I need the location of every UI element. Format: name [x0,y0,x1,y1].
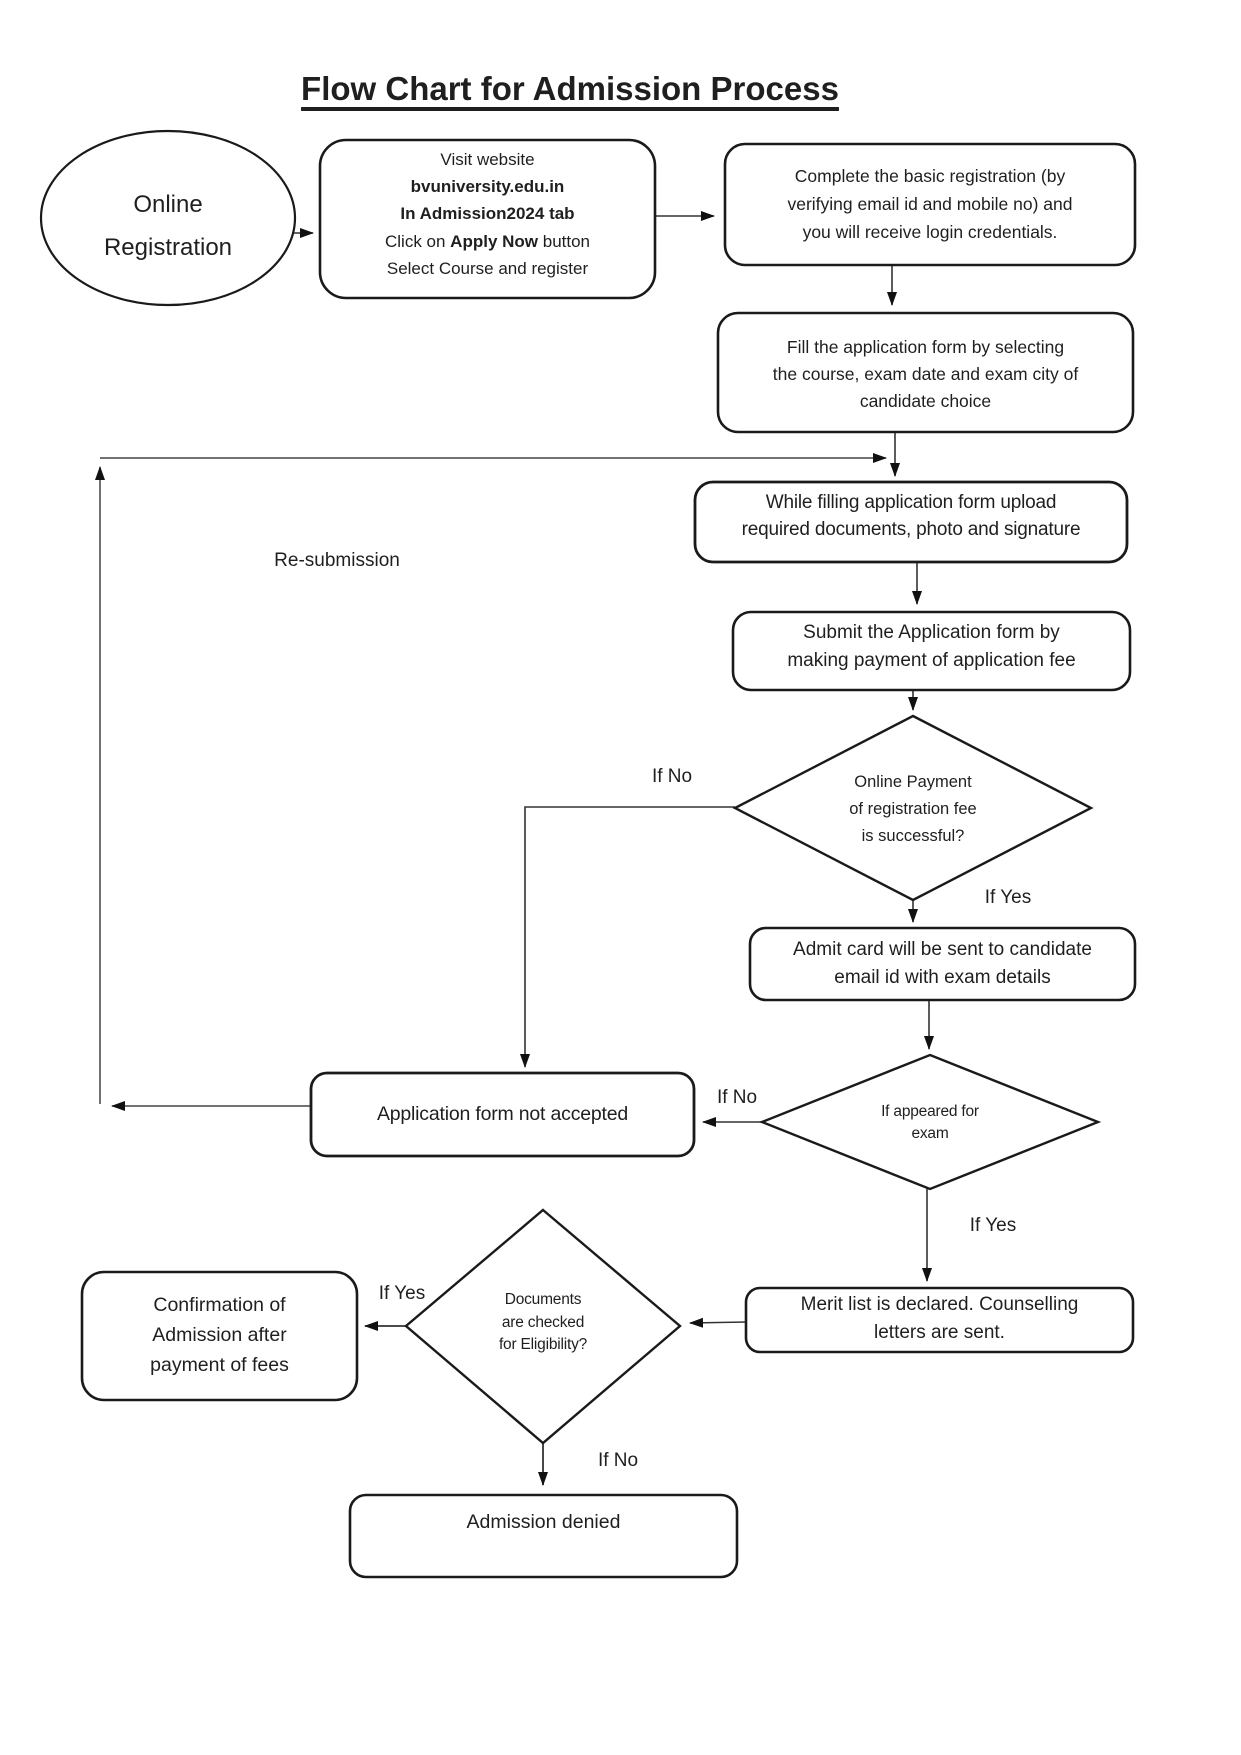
exam-yes-label: If Yes [969,1215,1017,1236]
visit-website-box [318,138,657,300]
submit-line2: making payment of application fee [787,649,1076,671]
visit-line2: bvuniversity.edu.in [410,177,565,197]
arrow-payment-no-to-notaccepted [520,806,735,1068]
start-node-label: Online Registration [41,183,295,269]
submit-form-box [731,610,1132,692]
documents-decision-label: Documents are checked for Eligibility? [433,1289,653,1357]
documents-line1: Documents [504,1291,582,1308]
admission-denied-label: Admission denied [352,1509,735,1536]
documents-decision-diamond [404,1208,682,1445]
registration-line1: Complete the basic registration (by [794,166,1066,186]
resubmission-label: Re-submission [274,550,400,571]
visit-line1: Visit website [440,150,535,169]
basic-registration-box [723,142,1137,267]
payment-line3: is successful? [861,827,965,845]
form-not-accepted-box [309,1071,696,1158]
exam-decision-diamond [758,1053,1102,1191]
registration-line3: you will receive login credentials. [802,222,1058,242]
admit-card-label: Admit card will be sent to candidate ema… [752,936,1133,991]
upload-line1: While filling application form upload [765,492,1057,513]
visit-line4-bold: Apply Now [450,231,539,251]
exam-no-label: If No [716,1087,758,1108]
payment-no-label: If No [651,766,693,787]
docs-yes-label: If Yes [378,1283,426,1304]
visit-line4-post: button [538,231,591,251]
confirmation-label: Confirmation of Admission after payment … [84,1290,355,1380]
upload-docs-box [693,480,1129,564]
exam-line1: If appeared for [881,1103,979,1120]
fill-form-box [716,311,1135,434]
start-line1: Online [133,191,203,218]
merit-list-label: Merit list is declared. Counselling lett… [748,1291,1131,1346]
start-ellipse [39,129,297,307]
exam-decision-label: If appeared for exam [780,1101,1080,1145]
admit-card-box [748,926,1137,1002]
visit-line4-pre: Click on [384,231,451,251]
admission-denied-box [348,1493,739,1579]
merit-line2: letters are sent. [874,1321,1005,1343]
confirmation-line2: Admission after [152,1324,287,1346]
payment-yes-label: If Yes [984,887,1032,908]
submit-form-label: Submit the Application form by making pa… [735,619,1128,674]
basic-registration-label: Complete the basic registration (by veri… [727,162,1133,246]
fill-form-label: Fill the application form by selecting t… [720,334,1131,415]
merit-line1: Merit list is declared. Counselling [800,1294,1079,1315]
payment-line2: of registration fee [849,800,977,818]
payment-line1: Online Payment [854,773,972,791]
visit-website-label: Visit website bvuniversity.edu.in In Adm… [322,146,653,282]
admit-line2: email id with exam details [834,966,1051,988]
form-not-accepted-label: Application form not accepted [313,1101,692,1128]
admit-line1: Admit card will be sent to candidate [793,939,1092,960]
visit-line5: Select Course and register [386,258,589,278]
fill-line1: Fill the application form by selecting [786,337,1065,357]
visit-line3: In Admission2024 tab [400,204,575,224]
arrow-merit-to-documents [689,1317,747,1328]
docs-no-label: If No [597,1450,639,1471]
fill-line3: candidate choice [859,391,992,411]
page-title: Flow Chart for Admission Process [301,70,839,107]
notaccepted-line1: Application form not accepted [376,1103,629,1125]
visit-line4: Click on Apply Now button [322,228,653,255]
merit-list-box [744,1286,1135,1354]
confirmation-line1: Confirmation of [153,1294,286,1316]
exam-line2: exam [911,1125,949,1142]
start-line2: Registration [103,234,233,261]
documents-line3: for Eligibility? [498,1336,588,1353]
registration-line2: verifying email id and mobile no) and [787,194,1073,214]
documents-line2: are checked [501,1313,585,1331]
confirmation-line3: payment of fees [150,1354,289,1376]
submit-line1: Submit the Application form by [803,622,1060,643]
upload-line2: required documents, photo and signature [741,519,1081,540]
fill-line2: the course, exam date and exam city of [772,364,1079,384]
payment-decision-label: Online Payment of registration fee is su… [763,769,1063,850]
payment-decision-diamond [732,714,1094,902]
denied-line1: Admission denied [466,1511,621,1533]
upload-docs-label: While filling application form upload re… [697,489,1125,543]
confirmation-box [80,1270,359,1402]
